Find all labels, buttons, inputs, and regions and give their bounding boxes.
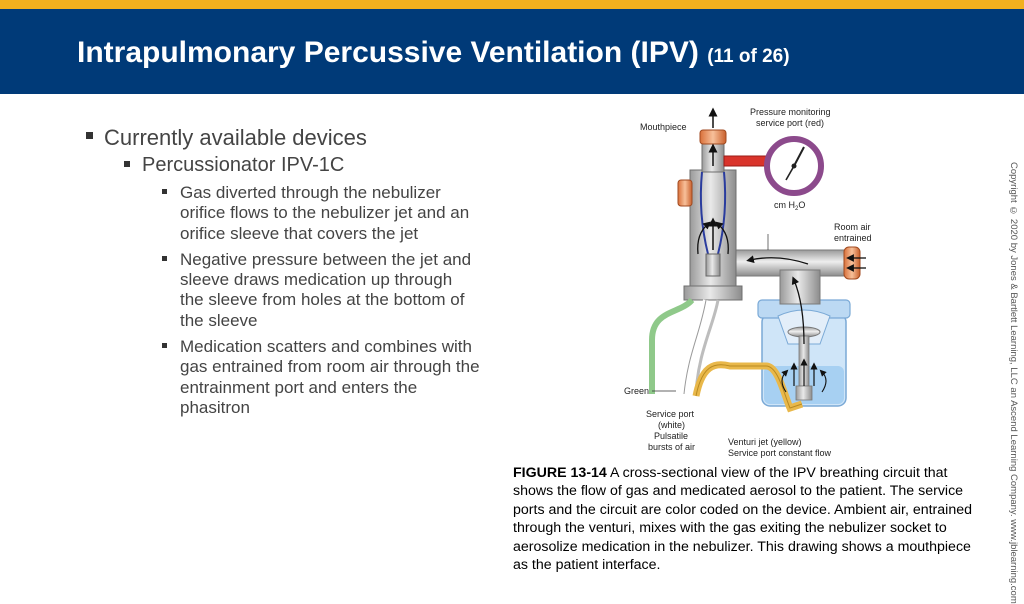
bullet-text: Percussionator IPV-1C: [142, 154, 345, 176]
title-bar: [0, 9, 1024, 94]
label-pressure-port-line2: service port (red): [756, 118, 824, 128]
bullet-text: Medication scatters and combines with ga…: [180, 337, 480, 417]
bullet-level3: Negative pressure between the jet and sl…: [162, 250, 480, 331]
accent-bar: [0, 0, 1024, 9]
bullet-marker: [86, 132, 93, 139]
ipv-circuit-diagram: Mouthpiece Pressure monitoring service p…: [624, 107, 872, 458]
bullet-level3: Medication scatters and combines with ga…: [162, 337, 480, 418]
label-service-line4: bursts of air: [648, 442, 695, 452]
label-venturi-line2: Service port constant flow: [728, 448, 832, 458]
label-room-air-line1: Room air: [834, 222, 871, 232]
bullet-text: Negative pressure between the jet and sl…: [180, 249, 472, 330]
label-service-line3: Pulsatile: [654, 431, 688, 441]
label-service-line1: Service port: [646, 409, 695, 419]
figure-caption-text: A cross-sectional view of the IPV breath…: [513, 465, 973, 574]
slide-title: Intrapulmonary Percussive Ventilation (I…: [77, 36, 790, 70]
bullet-list: Currently available devices Percussionat…: [86, 125, 480, 418]
figure-caption-label: FIGURE 13-14: [513, 465, 607, 481]
label-mouthpiece: Mouthpiece: [640, 122, 687, 132]
label-pressure-port-line1: Pressure monitoring: [750, 107, 831, 117]
bullet-text: Gas diverted through the nebulizer orifi…: [180, 183, 470, 243]
bullet-level3: Gas diverted through the nebulizer orifi…: [162, 183, 480, 244]
figure-caption: FIGURE 13-14 A cross-sectional view of t…: [513, 464, 988, 574]
label-room-air-line2: entrained: [834, 233, 872, 243]
bullet-marker: [162, 343, 167, 349]
bullet-marker: [162, 189, 167, 194]
bullet-text: Currently available devices: [104, 125, 367, 150]
bullet-level2: Percussionator IPV-1C: [124, 153, 480, 177]
bullet-level1: Currently available devices: [86, 125, 480, 151]
label-gauge-unit: cm H2O: [774, 200, 805, 212]
copyright-notice: Copyright © 2020 by Jones & Bartlett Lea…: [1008, 162, 1019, 604]
label-green-port: Green: [624, 386, 649, 396]
bullet-marker: [162, 255, 167, 261]
label-venturi-line1: Venturi jet (yellow): [728, 437, 802, 447]
slide-counter: (11 of 26): [707, 46, 790, 67]
slide-title-text: Intrapulmonary Percussive Ventilation (I…: [77, 36, 699, 69]
bullet-marker: [124, 161, 130, 167]
label-service-line2: (white): [658, 420, 685, 430]
